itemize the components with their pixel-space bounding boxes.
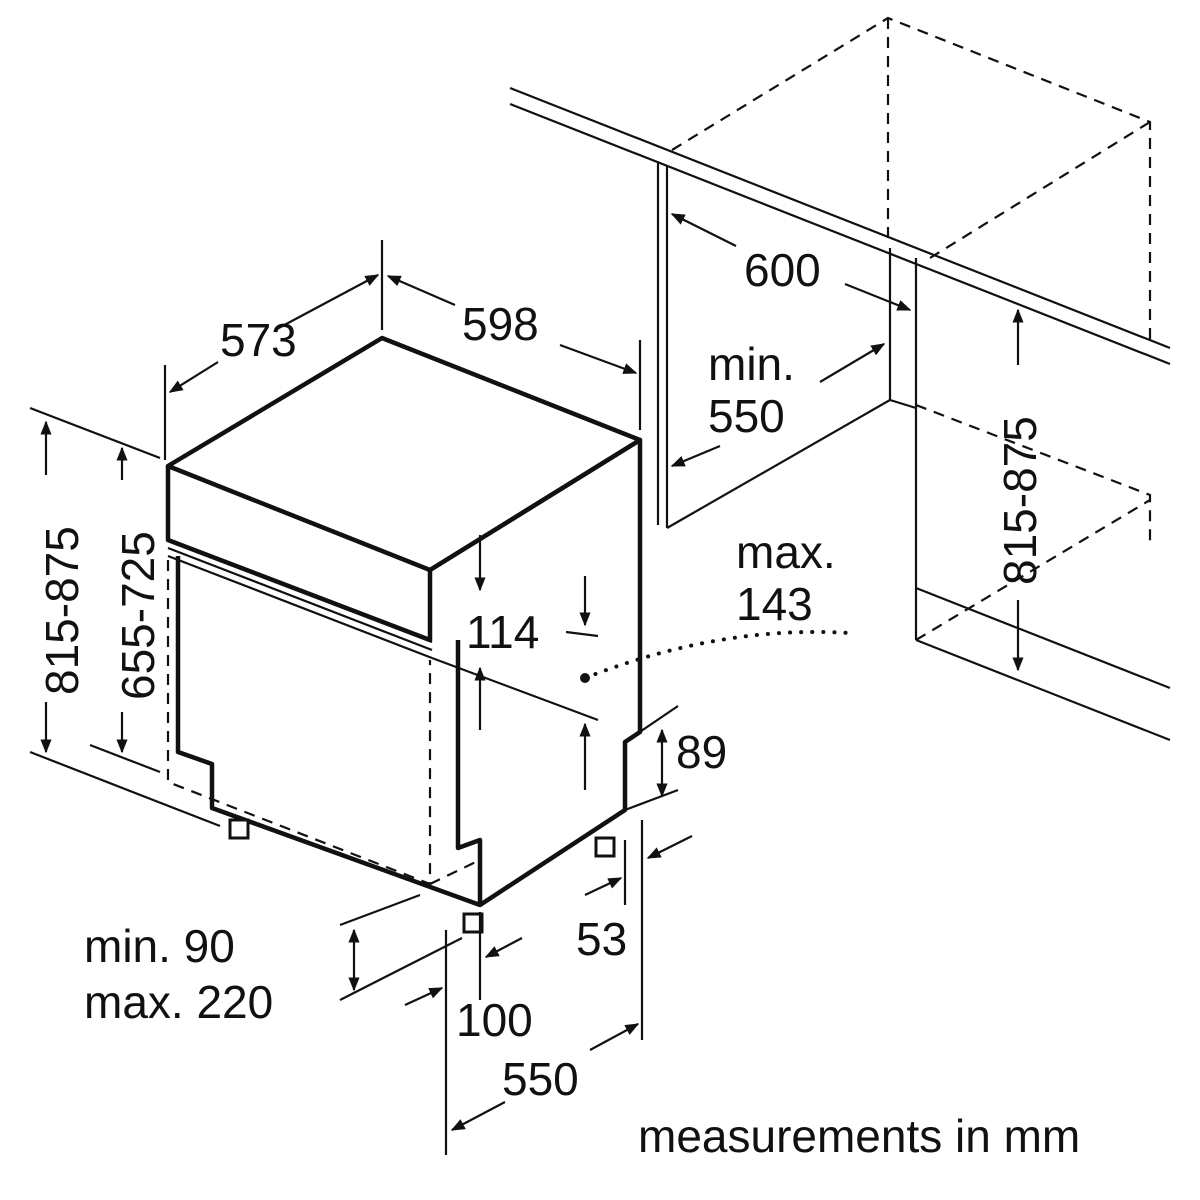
label-min-90: min. 90 xyxy=(84,920,235,972)
label-height-655-725: 655-725 xyxy=(112,531,164,700)
foot-front-right xyxy=(462,912,484,934)
label-550-top: 550 xyxy=(708,390,785,442)
units-note: measurements in mm xyxy=(638,1110,1080,1162)
foot-back-right xyxy=(594,836,616,858)
label-max: max. xyxy=(736,526,836,578)
kitchen-niche xyxy=(509,16,1171,742)
label-100: 100 xyxy=(456,994,533,1046)
label-89: 89 xyxy=(676,726,727,778)
label-53: 53 xyxy=(576,913,627,965)
label-max-220: max. 220 xyxy=(84,976,273,1028)
dimension-labels: 573 598 600 min. 550 815-875 655-725 815… xyxy=(36,244,1080,1162)
label-550-bottom: 550 xyxy=(502,1053,579,1105)
label-598: 598 xyxy=(462,298,539,350)
dishwasher xyxy=(165,335,643,934)
label-height-815-875-left: 815-875 xyxy=(36,526,88,695)
label-height-815-875-right: 815-875 xyxy=(994,416,1046,585)
foot-front-left xyxy=(228,818,250,840)
label-143: 143 xyxy=(736,578,813,630)
label-600: 600 xyxy=(744,244,821,296)
label-573: 573 xyxy=(220,314,297,366)
label-min: min. xyxy=(708,338,795,390)
dimension-lines xyxy=(29,213,1024,1155)
label-114: 114 xyxy=(466,606,539,658)
